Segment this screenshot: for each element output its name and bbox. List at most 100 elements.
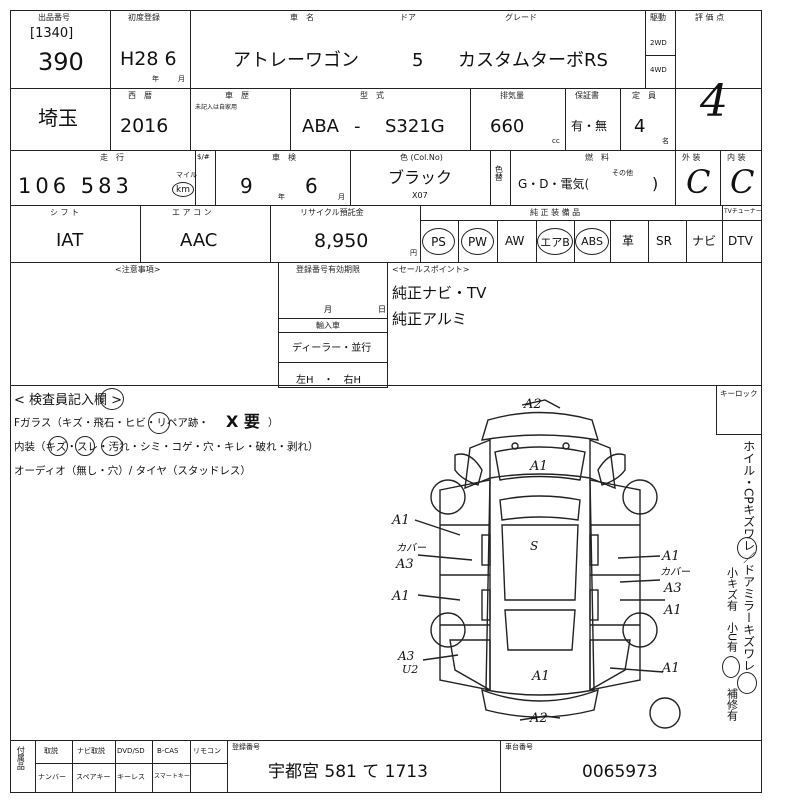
fuel-other-label: その他 — [612, 169, 633, 177]
drive-option-4wd: 4WD — [650, 66, 667, 74]
v-line — [500, 740, 501, 793]
mark-circle-kizu — [48, 436, 68, 456]
sales-point-2: 純正アルミ — [392, 310, 467, 328]
import-label: 輸入車 — [316, 321, 340, 330]
accessory-remote: リモコン — [193, 747, 221, 755]
mark-circle-hiseki — [148, 412, 170, 434]
audio-line: オーディオ（無し・穴）/ タイヤ（スタッドレス） — [14, 465, 251, 477]
km-unit: km — [172, 182, 194, 197]
caution-label: <注意事項> — [115, 265, 161, 274]
footer-top-line — [10, 740, 762, 741]
western-year: 2016 — [120, 115, 169, 137]
prefecture: 埼玉 — [38, 106, 78, 130]
history-label: 車 歴 — [225, 91, 249, 100]
plate-number: 宇都宮 581 て 1713 — [268, 762, 428, 782]
glass-close: ） — [268, 417, 279, 429]
color-change-label: 色替 — [494, 165, 504, 181]
v-line — [686, 220, 687, 262]
v-line — [270, 205, 271, 262]
equipment-sr: SR — [656, 234, 672, 248]
equipment-leather: 革 — [622, 234, 635, 248]
v-line — [195, 150, 196, 205]
v-line — [610, 220, 611, 262]
key-lock-box — [716, 385, 762, 435]
v-line — [227, 740, 228, 793]
interior-line: 内装（キズ・スレ・汚れ・シミ・コゲ・穴・キレ・破れ・剥れ） — [14, 441, 319, 453]
tv-label: TVチューナー — [724, 208, 762, 215]
v-line — [190, 740, 191, 793]
mark-rear-a1: A1 — [532, 669, 550, 684]
shift: IAT — [56, 230, 84, 251]
inspection-title: < 検査員記入欄 > — [14, 393, 123, 408]
equipment-aw: AW — [505, 234, 525, 248]
history-note: 未記入は自家用 — [195, 104, 238, 111]
score-value: 4 — [700, 76, 728, 127]
accessory-bcas: B-CAS — [157, 747, 179, 755]
mark-left-a3: A3 — [396, 557, 414, 572]
score-label: 評 価 点 — [695, 13, 725, 22]
reg-divider — [278, 332, 388, 333]
mark-rear-a2: A2 — [530, 711, 548, 726]
v-line — [648, 220, 649, 262]
first-reg-value: H28 6 — [120, 48, 177, 70]
year-unit: 年 — [152, 75, 159, 83]
plate-label: 登録番号 — [232, 743, 260, 751]
v-line — [720, 150, 721, 205]
color-name: ブラック — [388, 168, 453, 187]
v-line — [536, 220, 537, 262]
warranty-label: 保証書 — [575, 91, 599, 100]
type-label: 型 式 — [360, 91, 384, 100]
v-line — [115, 740, 116, 793]
v-line — [510, 150, 511, 205]
equipment-airbag: エアB — [537, 228, 573, 255]
chassis-label: 車台番号 — [505, 743, 533, 751]
first-reg-label: 初度登録 — [128, 13, 160, 22]
lot-number: 390 — [38, 48, 84, 76]
exterior-label: 外 装 — [682, 153, 701, 162]
capacity-unit: 名 — [662, 137, 669, 145]
mark-left-rear-a1: A1 — [392, 589, 410, 604]
accessory-dvd-sd: DVD/SD — [117, 747, 145, 755]
glass-line: Fガラス（キズ・飛石・ヒビ・リペア跡・ — [14, 417, 209, 429]
warranty-value: 有・無 — [571, 119, 608, 133]
key-lock-label: キーロック — [720, 389, 758, 398]
aircon: AAC — [180, 230, 218, 251]
mile-unit: マイル — [176, 171, 197, 179]
mark-circle-wheel — [737, 537, 757, 559]
v-line — [140, 205, 141, 262]
drive-option-2wd: 2WD — [650, 39, 667, 47]
mark-left-front-a1: A1 — [392, 513, 410, 528]
v-line — [420, 205, 421, 262]
meter-label: $/# — [197, 153, 210, 161]
registration-box — [278, 262, 388, 388]
mark-right-rear-fender-a1: A1 — [662, 661, 680, 676]
equipment-abs: ABS — [575, 228, 609, 255]
equipment-pw: PW — [461, 228, 494, 255]
row1-bottom-line — [10, 88, 762, 89]
door-label: ドア — [400, 13, 416, 22]
mark-circle-mirror — [737, 672, 757, 694]
v-line — [350, 150, 351, 205]
v-line — [722, 205, 723, 262]
reg-divider — [278, 318, 388, 319]
registration-label: 登録番号有効期限 — [296, 265, 360, 274]
mark-right-rear-a1: A1 — [664, 603, 682, 618]
v-line — [290, 88, 291, 150]
month-unit: 月 — [178, 75, 185, 83]
reg-month-unit: 月 — [324, 305, 332, 314]
model-name: アトレーワゴン — [233, 50, 359, 71]
shaken-year: 9 — [240, 174, 253, 198]
shift-label: シ フ ト — [50, 208, 80, 217]
drive-label: 駆動 — [650, 13, 666, 22]
v-line — [110, 10, 111, 150]
shaken-month-unit: 月 — [338, 193, 345, 201]
color-code: X07 — [412, 191, 428, 200]
reg-divider — [278, 362, 388, 363]
notes-bottom-line — [10, 385, 762, 386]
mileage-label: 走 行 — [100, 153, 124, 162]
capacity-label: 定 員 — [632, 91, 656, 100]
western-year-label: 西 暦 — [128, 91, 152, 100]
displacement: 660 — [490, 116, 525, 137]
v-line — [574, 220, 575, 262]
